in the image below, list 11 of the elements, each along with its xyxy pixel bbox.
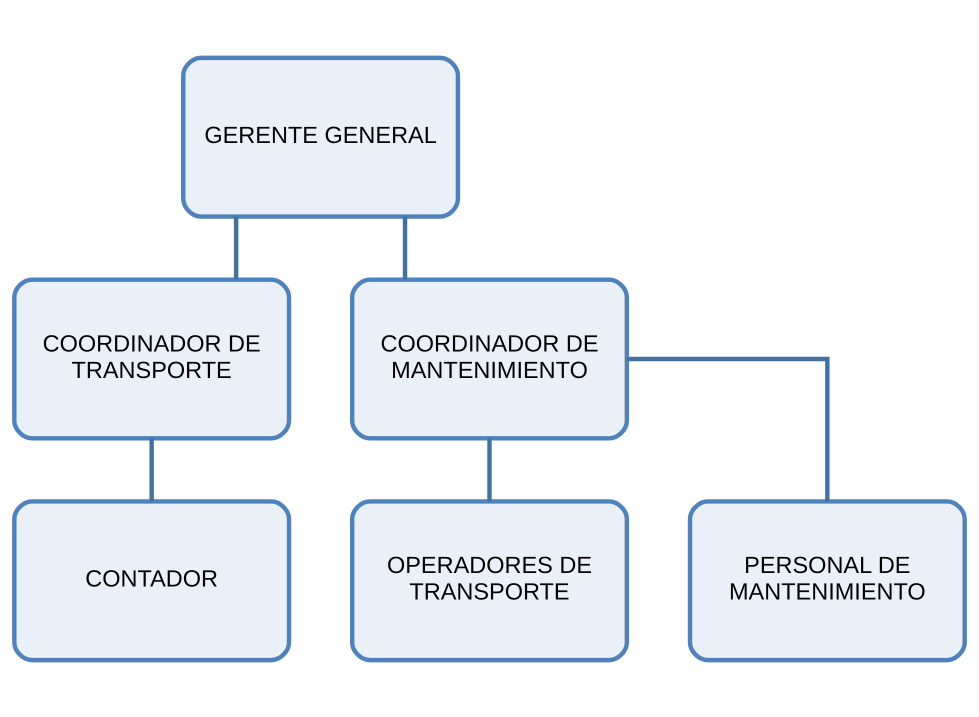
connector	[149, 438, 154, 501]
connector	[234, 216, 238, 279]
node-box: OPERADORES DE TRANSPORTE	[350, 498, 630, 662]
node-box: COORDINADOR DE TRANSPORTE	[12, 276, 292, 440]
node-box: GERENTE GENERAL	[181, 55, 460, 218]
node-box: PERSONAL DE MANTENIMIENTO	[688, 498, 967, 662]
connector	[626, 356, 830, 501]
node-box: COORDINADOR DE MANTENIMIENTO	[350, 276, 630, 440]
node-box: CONTADOR	[12, 498, 292, 662]
connector	[487, 438, 492, 501]
connector	[402, 216, 408, 279]
